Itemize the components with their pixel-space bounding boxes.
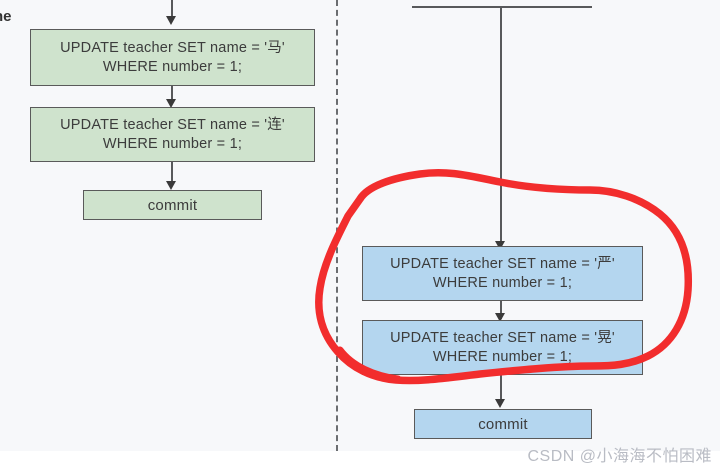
transaction-divider: [336, 0, 338, 451]
connector-right-2-commit: [500, 375, 502, 403]
arrowhead-left-1-2: [166, 99, 176, 108]
right-stmt-2-box[interactable]: UPDATE teacher SET name = '晃' WHERE numb…: [362, 320, 643, 375]
arrowhead-left-in: [166, 16, 176, 25]
edge-title-fragment: ne: [0, 8, 12, 25]
arrowhead-right-2-commit: [495, 399, 505, 408]
arrowhead-left-2-commit: [166, 181, 176, 190]
left-stmt-2-box[interactable]: UPDATE teacher SET name = '连' WHERE numb…: [30, 107, 315, 162]
right-stmt-1-box[interactable]: UPDATE teacher SET name = '严' WHERE numb…: [362, 246, 643, 301]
connector-left-1-2: [171, 86, 173, 104]
left-stmt-1-box[interactable]: UPDATE teacher SET name = '马' WHERE numb…: [30, 29, 315, 86]
connector-left-2-commit: [171, 162, 173, 184]
left-commit-box[interactable]: commit: [83, 190, 262, 220]
connector-right-down: [500, 6, 502, 246]
connector-left-in: [171, 0, 173, 18]
right-commit-box[interactable]: commit: [414, 409, 592, 439]
csdn-watermark: CSDN @小海海不怕困难: [527, 448, 712, 465]
connector-right-top-rail: [412, 6, 592, 8]
